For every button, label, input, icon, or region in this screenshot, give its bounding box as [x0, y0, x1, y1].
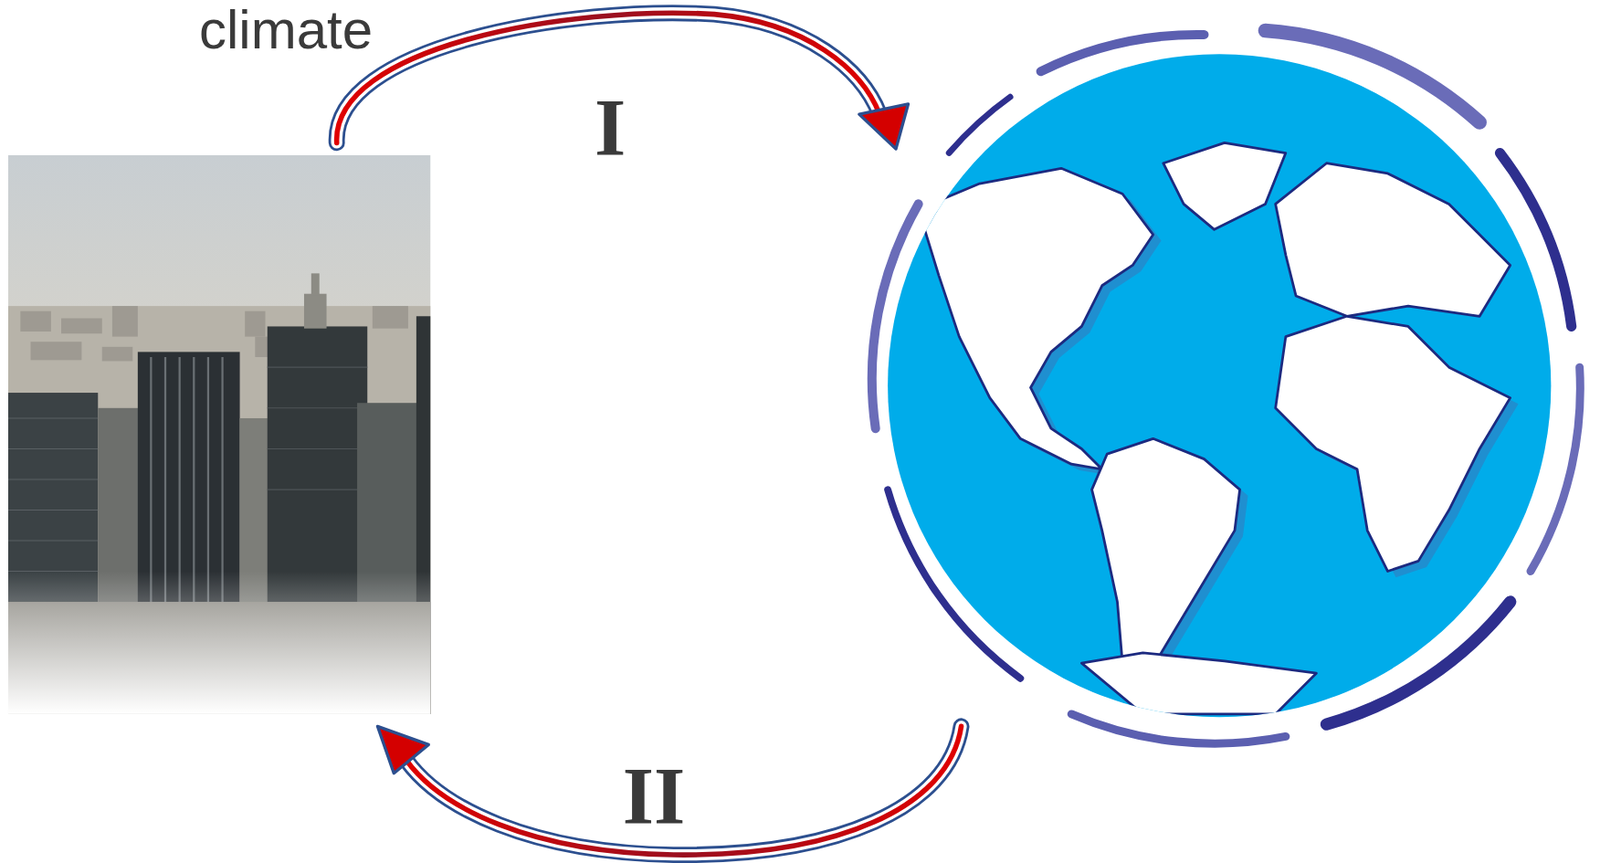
roman-numeral: II — [622, 756, 686, 837]
heading-text: climate — [199, 0, 373, 61]
roman-numeral: I — [594, 87, 626, 169]
curved-arrow — [377, 726, 961, 855]
city-photo — [8, 155, 432, 715]
globe — [872, 31, 1581, 745]
